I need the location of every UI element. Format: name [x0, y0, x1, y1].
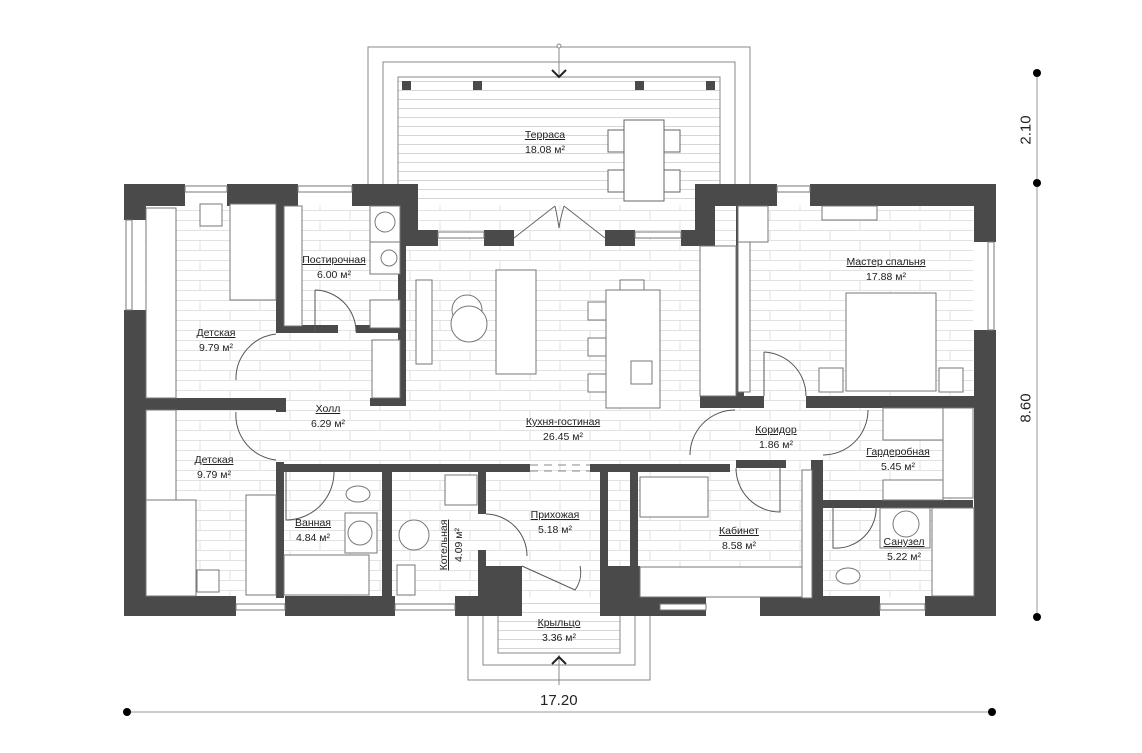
dimension-lines	[123, 69, 1041, 716]
room-label-bathroom: Ванная 4.84 м²	[295, 517, 331, 544]
room-label-master-bedroom: Мастер спальня 17.88 м²	[846, 256, 926, 283]
room-label-porch: Крыльцо 3.36 м²	[537, 617, 581, 644]
room-label-wc: Санузел 5.22 м²	[883, 536, 925, 563]
room-label-hall: Холл 6.29 м²	[310, 403, 346, 430]
room-label-kids-2: Детская 9.79 м²	[194, 454, 234, 481]
walls	[124, 184, 996, 616]
terrace-dining-table	[607, 119, 681, 202]
room-label-entry: Прихожая 5.18 м²	[530, 509, 580, 536]
furniture	[145, 203, 975, 599]
room-label-corridor: Коридор 1.86 м²	[755, 424, 797, 451]
doors	[235, 289, 877, 591]
room-label-living-kitchen: Кухня-гостиная 26.45 м²	[525, 416, 601, 443]
dimension-height-main: 8.60	[1017, 393, 1035, 423]
room-label-kids-1: Детская 9.79 м²	[196, 327, 236, 354]
room-label-terrace: Терраса 18.08 м²	[524, 129, 566, 156]
room-label-study: Кабинет 8.58 м²	[719, 525, 759, 552]
porch-entry-arrow	[551, 655, 567, 685]
dimension-height-terrace: 2.10	[1017, 115, 1035, 145]
terrace-posts	[402, 81, 715, 90]
room-label-laundry: Постирочная 6.00 м²	[302, 254, 366, 281]
room-label-boiler-room: Котельная 4.09 м²	[438, 519, 465, 571]
terrace-entry-arrow	[551, 43, 567, 79]
hall-living-opening	[530, 464, 590, 472]
terrace-doors	[513, 205, 606, 239]
dimension-width: 17.20	[540, 692, 578, 709]
windows	[125, 185, 995, 611]
room-label-wardrobe: Гардеробная 5.45 м²	[866, 446, 930, 473]
